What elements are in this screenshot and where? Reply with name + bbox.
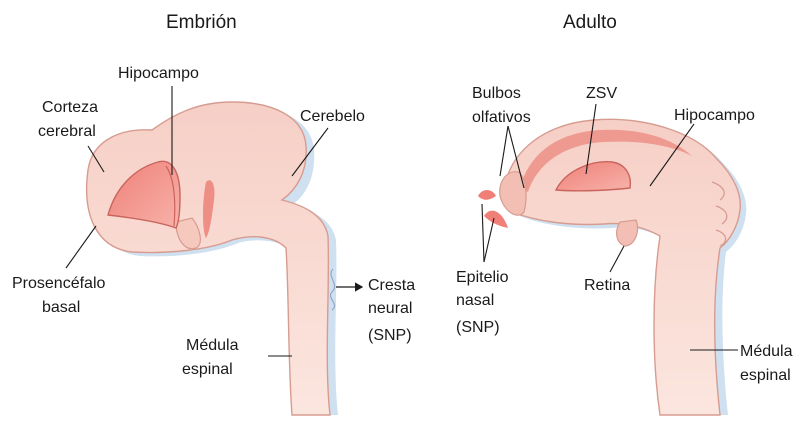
adult-spinal-line-1: Médula [740,340,792,364]
crest-line-2: neural [368,297,415,320]
adult-label-svz: ZSV [586,84,617,104]
embryo-title: Embrión [166,12,237,34]
bulbs-line-2: olfativos [472,106,531,130]
cortex-line-2: cerebral [38,120,98,144]
bulbs-line-1: Bulbos [472,82,531,106]
embryo-label-spinal: Médula espinal [186,334,238,382]
embryo-label-forebrain: Prosencéfalo basal [12,272,105,320]
adult-label-nasal: Epitelio nasal (SNP) [456,266,508,339]
cortex-line-1: Corteza [42,96,98,120]
adult-nasal-epithelium-lower [484,211,508,228]
adult-label-retina: Retina [584,276,630,296]
adult-label-hippocampus: Hipocampo [674,106,755,126]
crest-line-1: Cresta [368,274,415,297]
embryo-label-crest: Cresta neural (SNP) [368,274,415,347]
adult-nasal-epithelium-upper [478,190,496,200]
nasal-line-3: (SNP) [456,316,508,339]
adult-title: Adulto [563,12,617,34]
embryo-spinal-line-1: Médula [186,334,238,358]
embryo-label-cortex: Corteza cerebral [42,96,98,144]
adult-spinal-line-2: espinal [740,364,792,388]
forebrain-line-1: Prosencéfalo [12,272,105,296]
embryo-spinal-line-2: espinal [182,358,238,382]
adult-label-spinal: Médula espinal [740,340,792,388]
adult-retina-stalk [617,220,638,246]
nasal-line-1: Epitelio [456,266,508,289]
crest-line-3: (SNP) [368,324,415,347]
adult-label-bulbs: Bulbos olfativos [472,82,531,130]
embryo-label-hippocampus: Hipocampo [118,64,199,84]
adult-olfactory-bulb [500,172,526,215]
nasal-line-2: nasal [456,289,508,312]
embryo-label-cerebellum: Cerebelo [300,107,365,127]
forebrain-line-2: basal [42,296,105,320]
